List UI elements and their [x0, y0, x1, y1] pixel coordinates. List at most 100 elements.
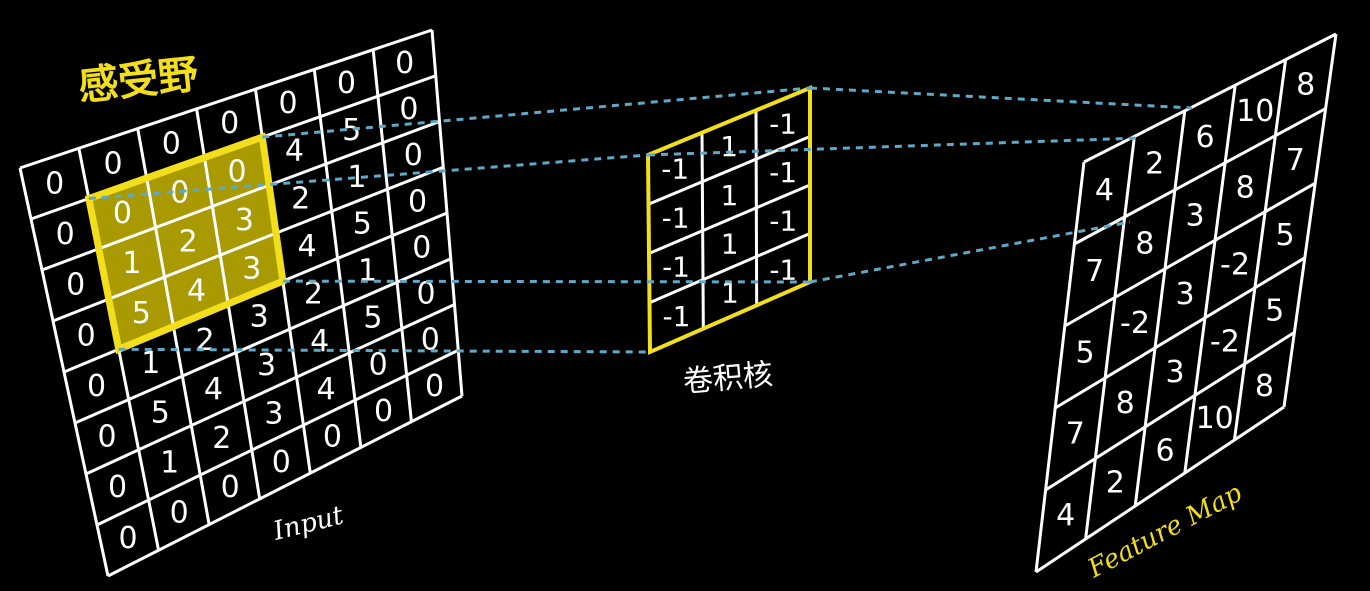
input-cell: 0 — [278, 86, 297, 121]
grid-col-line — [700, 132, 705, 329]
grid-row-line — [19, 28, 433, 170]
input-cell: 0 — [369, 347, 388, 382]
input-cell: 2 — [179, 225, 198, 260]
input-cell: 2 — [291, 181, 310, 216]
connector-line — [118, 347, 651, 354]
feature-cell: -2 — [1120, 306, 1150, 341]
input-cell: 4 — [310, 324, 329, 359]
feature-cell: 3 — [1185, 198, 1204, 233]
grid-row-line — [107, 394, 463, 578]
feature-cell: 8 — [1296, 67, 1315, 102]
input-cell: 0 — [412, 230, 431, 265]
input-cell: 1 — [347, 160, 366, 195]
grid-row-line — [74, 257, 452, 425]
grid-row-line — [1083, 32, 1337, 164]
grid-row-line — [648, 183, 811, 255]
input-cell: 0 — [162, 126, 181, 161]
grid-row-line — [1044, 331, 1296, 492]
input-cell: 5 — [363, 300, 382, 335]
input-cell: 3 — [242, 251, 261, 286]
feature-cell: 10 — [1236, 94, 1274, 129]
feature-cell: 10 — [1196, 401, 1234, 436]
input-cell: 0 — [66, 268, 85, 303]
grid-col-line — [371, 49, 413, 422]
grid-row-line — [1054, 256, 1306, 410]
input-cell: 0 — [323, 419, 342, 454]
receptive-field-label: 感受野 — [76, 52, 200, 110]
input-cell: 1 — [358, 254, 377, 289]
grid-row-line — [1064, 181, 1316, 328]
kernel-label: 卷积核 — [682, 357, 775, 400]
input-cell: 4 — [204, 372, 223, 407]
grid-row-line — [52, 165, 444, 323]
feature-cell: 3 — [1175, 277, 1194, 312]
input-cell: 1 — [160, 446, 179, 481]
input-cell: 0 — [87, 369, 106, 404]
feature-cell: 8 — [1255, 369, 1274, 404]
input-cell: 0 — [170, 495, 189, 530]
kernel-cell: -1 — [661, 152, 689, 185]
input-cell: 0 — [399, 92, 418, 127]
feature-cell: 8 — [1236, 171, 1255, 206]
input-cell: 0 — [221, 470, 240, 505]
connector-line — [262, 86, 811, 139]
feature-cell: 6 — [1155, 433, 1174, 468]
input-cell: 1 — [141, 346, 160, 381]
input-cell: 4 — [285, 134, 304, 169]
input-cell: 0 — [103, 146, 122, 181]
input-cell: 0 — [113, 196, 132, 231]
grid-col-line — [1232, 59, 1288, 441]
feature-cell: 4 — [1095, 173, 1114, 208]
feature-cell: 4 — [1056, 498, 1075, 533]
kernel-cell: 1 — [721, 228, 739, 261]
grid-row-line — [1073, 107, 1327, 246]
kernel-cell: 1 — [720, 179, 738, 212]
grid-col-line — [1084, 136, 1136, 540]
input-cell: 5 — [132, 296, 151, 331]
kernel-cell: -1 — [662, 300, 690, 333]
input-cell: 0 — [425, 369, 444, 404]
feature-cell: 7 — [1286, 143, 1305, 178]
input-cell: 5 — [353, 207, 372, 242]
receptive-field-highlight — [88, 137, 283, 350]
input-label: Input — [269, 500, 347, 547]
input-cell: 2 — [212, 421, 231, 456]
connector-lines — [88, 86, 1193, 354]
input-cell: 0 — [228, 155, 247, 190]
input-cell: 4 — [317, 372, 336, 407]
input-cell: 4 — [297, 229, 316, 264]
feature-cell: 2 — [1145, 146, 1164, 181]
feature-cell: 8 — [1116, 386, 1135, 421]
grid-row-line — [96, 348, 459, 527]
grid-col-line — [312, 69, 363, 448]
input-cell: 0 — [98, 420, 117, 455]
feature-cell: 7 — [1085, 254, 1104, 289]
input-cell: 0 — [374, 394, 393, 429]
input-cell: 4 — [187, 274, 206, 309]
grid-col-line — [430, 29, 464, 397]
feature-cell: 5 — [1275, 218, 1294, 253]
input-cell: 1 — [122, 246, 141, 281]
feature-cell: 5 — [1265, 293, 1284, 328]
input-cell: 3 — [250, 300, 269, 335]
feature-cell: 2 — [1106, 466, 1125, 501]
grid-row-line — [1035, 405, 1285, 574]
grid-col-line — [18, 167, 110, 577]
input-cell: 0 — [108, 470, 127, 505]
input-cell: 3 — [235, 203, 254, 238]
connector-line — [809, 86, 1193, 110]
input-cell: 0 — [56, 217, 75, 252]
input-cell: 0 — [337, 66, 356, 101]
input-cell: 0 — [421, 323, 440, 358]
connector-line — [647, 136, 1141, 157]
input-cell: 3 — [264, 396, 283, 431]
grid-col-line — [754, 110, 759, 306]
connector-line — [809, 220, 1131, 284]
kernel-cell: -1 — [662, 202, 690, 235]
input-cell: 2 — [195, 323, 214, 358]
grid-row-line — [647, 135, 811, 206]
feature-cell: 8 — [1135, 226, 1154, 261]
input-cell: 0 — [395, 46, 414, 81]
